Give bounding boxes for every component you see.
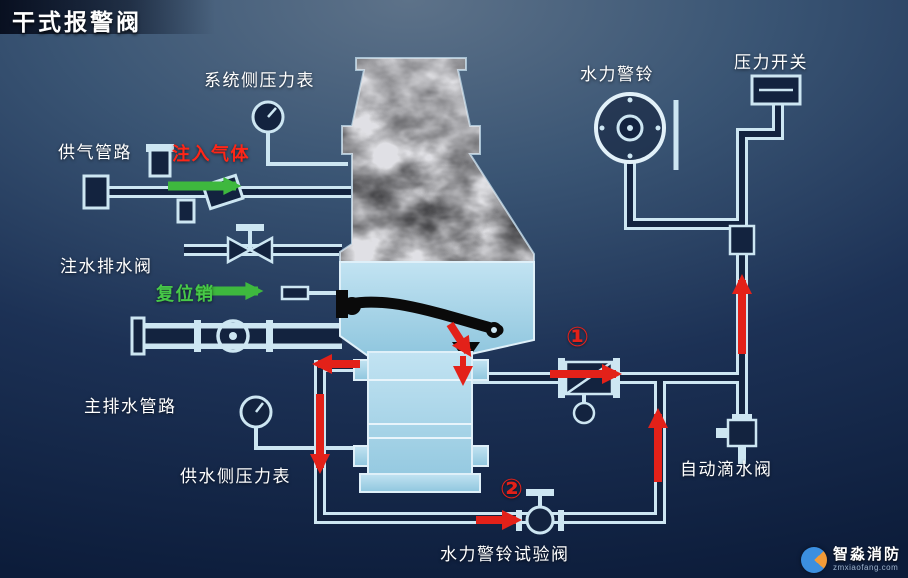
supply-gauge-stem: [254, 428, 368, 450]
supply-pressure-gauge: [239, 395, 273, 429]
auto-drip-valve: [716, 414, 758, 448]
watermark-logo-icon: [800, 547, 827, 573]
label-pressure-switch: 压力开关: [734, 53, 808, 72]
main-drain-valve: [130, 316, 273, 356]
clapper: [336, 290, 504, 362]
system-pressure-gauge: [251, 100, 285, 134]
flow-arrow-clapper: [446, 321, 472, 358]
air-drain-stub: [176, 198, 196, 224]
air-fitting: [148, 148, 172, 178]
label-air-supply-pipe: 供气管路: [58, 143, 132, 162]
label-reset-pin: 复位销: [156, 284, 215, 304]
step-marker-2: ②: [500, 474, 523, 504]
bell-test-valve: [516, 489, 564, 535]
riser-reducer-union: [728, 224, 756, 256]
label-main-drain-pipe: 主排水管路: [84, 397, 177, 416]
valve-lower-body: [353, 351, 489, 493]
bell-stem-pipe: [624, 160, 740, 230]
pressure-switch: [750, 74, 802, 106]
air-check-valve: [201, 173, 245, 211]
components: [82, 74, 802, 535]
label-supply-pressure-gauge: 供水侧压力表: [180, 467, 291, 486]
step-marker-1: ①: [566, 322, 589, 352]
label-bell-test-valve: 水力警铃试验阀: [440, 545, 570, 564]
reset-pin: [280, 285, 310, 301]
valve-body: [336, 57, 535, 493]
page-title: 干式报警阀: [12, 9, 142, 35]
system-gauge-stem: [266, 132, 348, 166]
label-water-bell: 水力警铃: [580, 65, 654, 84]
alarm-mini-gauge: [572, 394, 596, 425]
flow-arrows: [168, 177, 752, 530]
air-fitting-cap: [146, 144, 174, 152]
label-system-pressure-gauge: 系统侧压力表: [204, 71, 315, 90]
fill-drain-gate-valve: [226, 224, 274, 265]
label-inject-gas: 注入气体: [172, 144, 250, 164]
watermark-domain: zmxiaofang.com: [832, 562, 899, 572]
watermark: 智淼消防 zmxiaofang.com: [800, 546, 901, 573]
label-fill-drain-valve: 注水排水阀: [60, 257, 153, 276]
smoke-texture: [340, 58, 534, 262]
watermark-name: 智淼消防: [832, 546, 901, 564]
water-bell: [594, 92, 679, 170]
title-banner: [0, 0, 215, 34]
label-auto-drip-valve: 自动滴水阀: [680, 460, 773, 479]
air-supply-end-cap: [82, 174, 110, 210]
